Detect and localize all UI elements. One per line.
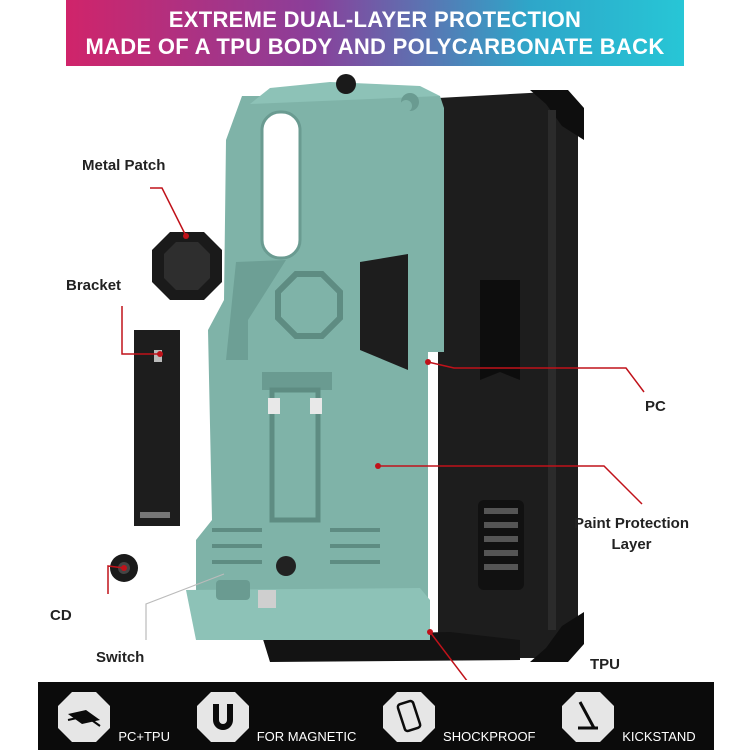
feature-label-pc-tpu: PC+TPU — [118, 728, 170, 744]
top-screw — [336, 74, 356, 94]
metal-patch-disc — [152, 232, 222, 300]
feature-shockproof: SHOCKPROOF — [381, 688, 536, 744]
feature-kickstand: KICKSTAND — [560, 688, 696, 744]
leader-lines — [107, 187, 645, 680]
banner-line-1: EXTREME DUAL-LAYER PROTECTION — [168, 7, 582, 32]
callout-paint-line-1: Paint Protection — [574, 515, 690, 532]
callout-paint-protection: Paint Protection Layer — [574, 513, 689, 555]
exploded-case-illustration — [107, 74, 645, 680]
tpu-body — [262, 90, 584, 662]
callout-pc: PC — [645, 398, 666, 415]
callout-switch: Switch — [96, 649, 145, 666]
feature-label-shockproof: SHOCKPROOF — [443, 728, 536, 744]
feature-magnetic: FOR MAGNETIC — [195, 688, 357, 744]
bracket-piece — [134, 330, 180, 526]
feature-label-magnetic: FOR MAGNETIC — [256, 728, 357, 744]
feature-pc-tpu: PC+TPU — [56, 688, 170, 744]
banner-line-2: MADE OF A TPU BODY AND POLYCARBONATE BAC… — [85, 34, 665, 59]
callout-tpu: TPU — [590, 656, 620, 673]
feature-strip: PC+TPU FOR MAGNETIC SHOCKPROOF KICK — [38, 682, 714, 750]
feature-label-kickstand: KICKSTAND — [622, 728, 696, 744]
kickstand-icon — [560, 688, 616, 744]
callout-paint-line-2: Layer — [611, 536, 652, 553]
callout-bracket: Bracket — [66, 277, 122, 294]
header-banner: EXTREME DUAL-LAYER PROTECTION MADE OF A … — [66, 0, 684, 66]
magnet-icon — [195, 688, 251, 744]
callout-metal-patch: Metal Patch — [82, 157, 166, 174]
callout-cd: CD — [50, 607, 72, 624]
pc-back-plate — [186, 82, 444, 640]
shockproof-icon — [381, 688, 437, 744]
layers-icon — [56, 688, 112, 744]
